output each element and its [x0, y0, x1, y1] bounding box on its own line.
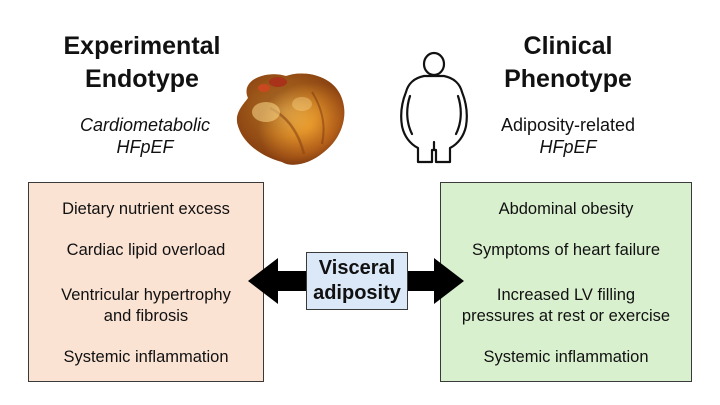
right-item-obesity: Abdominal obesity — [498, 200, 634, 218]
left-subtitle-line2: HFpEF — [116, 137, 174, 157]
visceral-adiposity-box: Visceral adiposity — [306, 252, 408, 310]
right-subtitle-line1: Adiposity-related — [500, 115, 636, 135]
heart-icon — [226, 68, 354, 170]
right-title-line2: Phenotype — [504, 65, 632, 93]
left-item-hypertrophy-line1: Ventricular hypertrophy — [61, 286, 231, 304]
left-title-line2: Endotype — [85, 65, 199, 93]
left-title-line1: Experimental — [63, 32, 221, 60]
left-features-box: Dietary nutrient excess Cardiac lipid ov… — [28, 182, 264, 382]
right-title-line1: Clinical — [523, 32, 613, 60]
left-title: Experimental Endotype — [28, 30, 256, 96]
center-label-line1: Visceral — [318, 257, 396, 279]
right-item-lv-line1: Increased LV filling — [496, 286, 636, 304]
left-item-hypertrophy-line2: and fibrosis — [103, 307, 189, 325]
left-item-inflammation: Systemic inflammation — [63, 348, 229, 366]
center-label-line2: adiposity — [313, 282, 401, 304]
right-item-inflammation: Systemic inflammation — [483, 348, 649, 366]
left-subtitle: Cardiometabolic HFpEF — [40, 114, 250, 158]
right-subtitle-line2: HFpEF — [539, 137, 597, 157]
right-subtitle: Adiposity-related HFpEF — [456, 114, 680, 158]
left-item-nutrient: Dietary nutrient excess — [62, 200, 230, 218]
right-features-box: Abdominal obesity Symptoms of heart fail… — [440, 182, 692, 382]
right-item-symptoms: Symptoms of heart failure — [472, 241, 660, 259]
left-subtitle-line1: Cardiometabolic — [79, 115, 211, 135]
right-title: Clinical Phenotype — [456, 30, 680, 96]
person-icon — [394, 50, 474, 168]
right-item-lv-line2: pressures at rest or exercise — [461, 307, 671, 325]
left-item-lipid: Cardiac lipid overload — [66, 241, 226, 259]
